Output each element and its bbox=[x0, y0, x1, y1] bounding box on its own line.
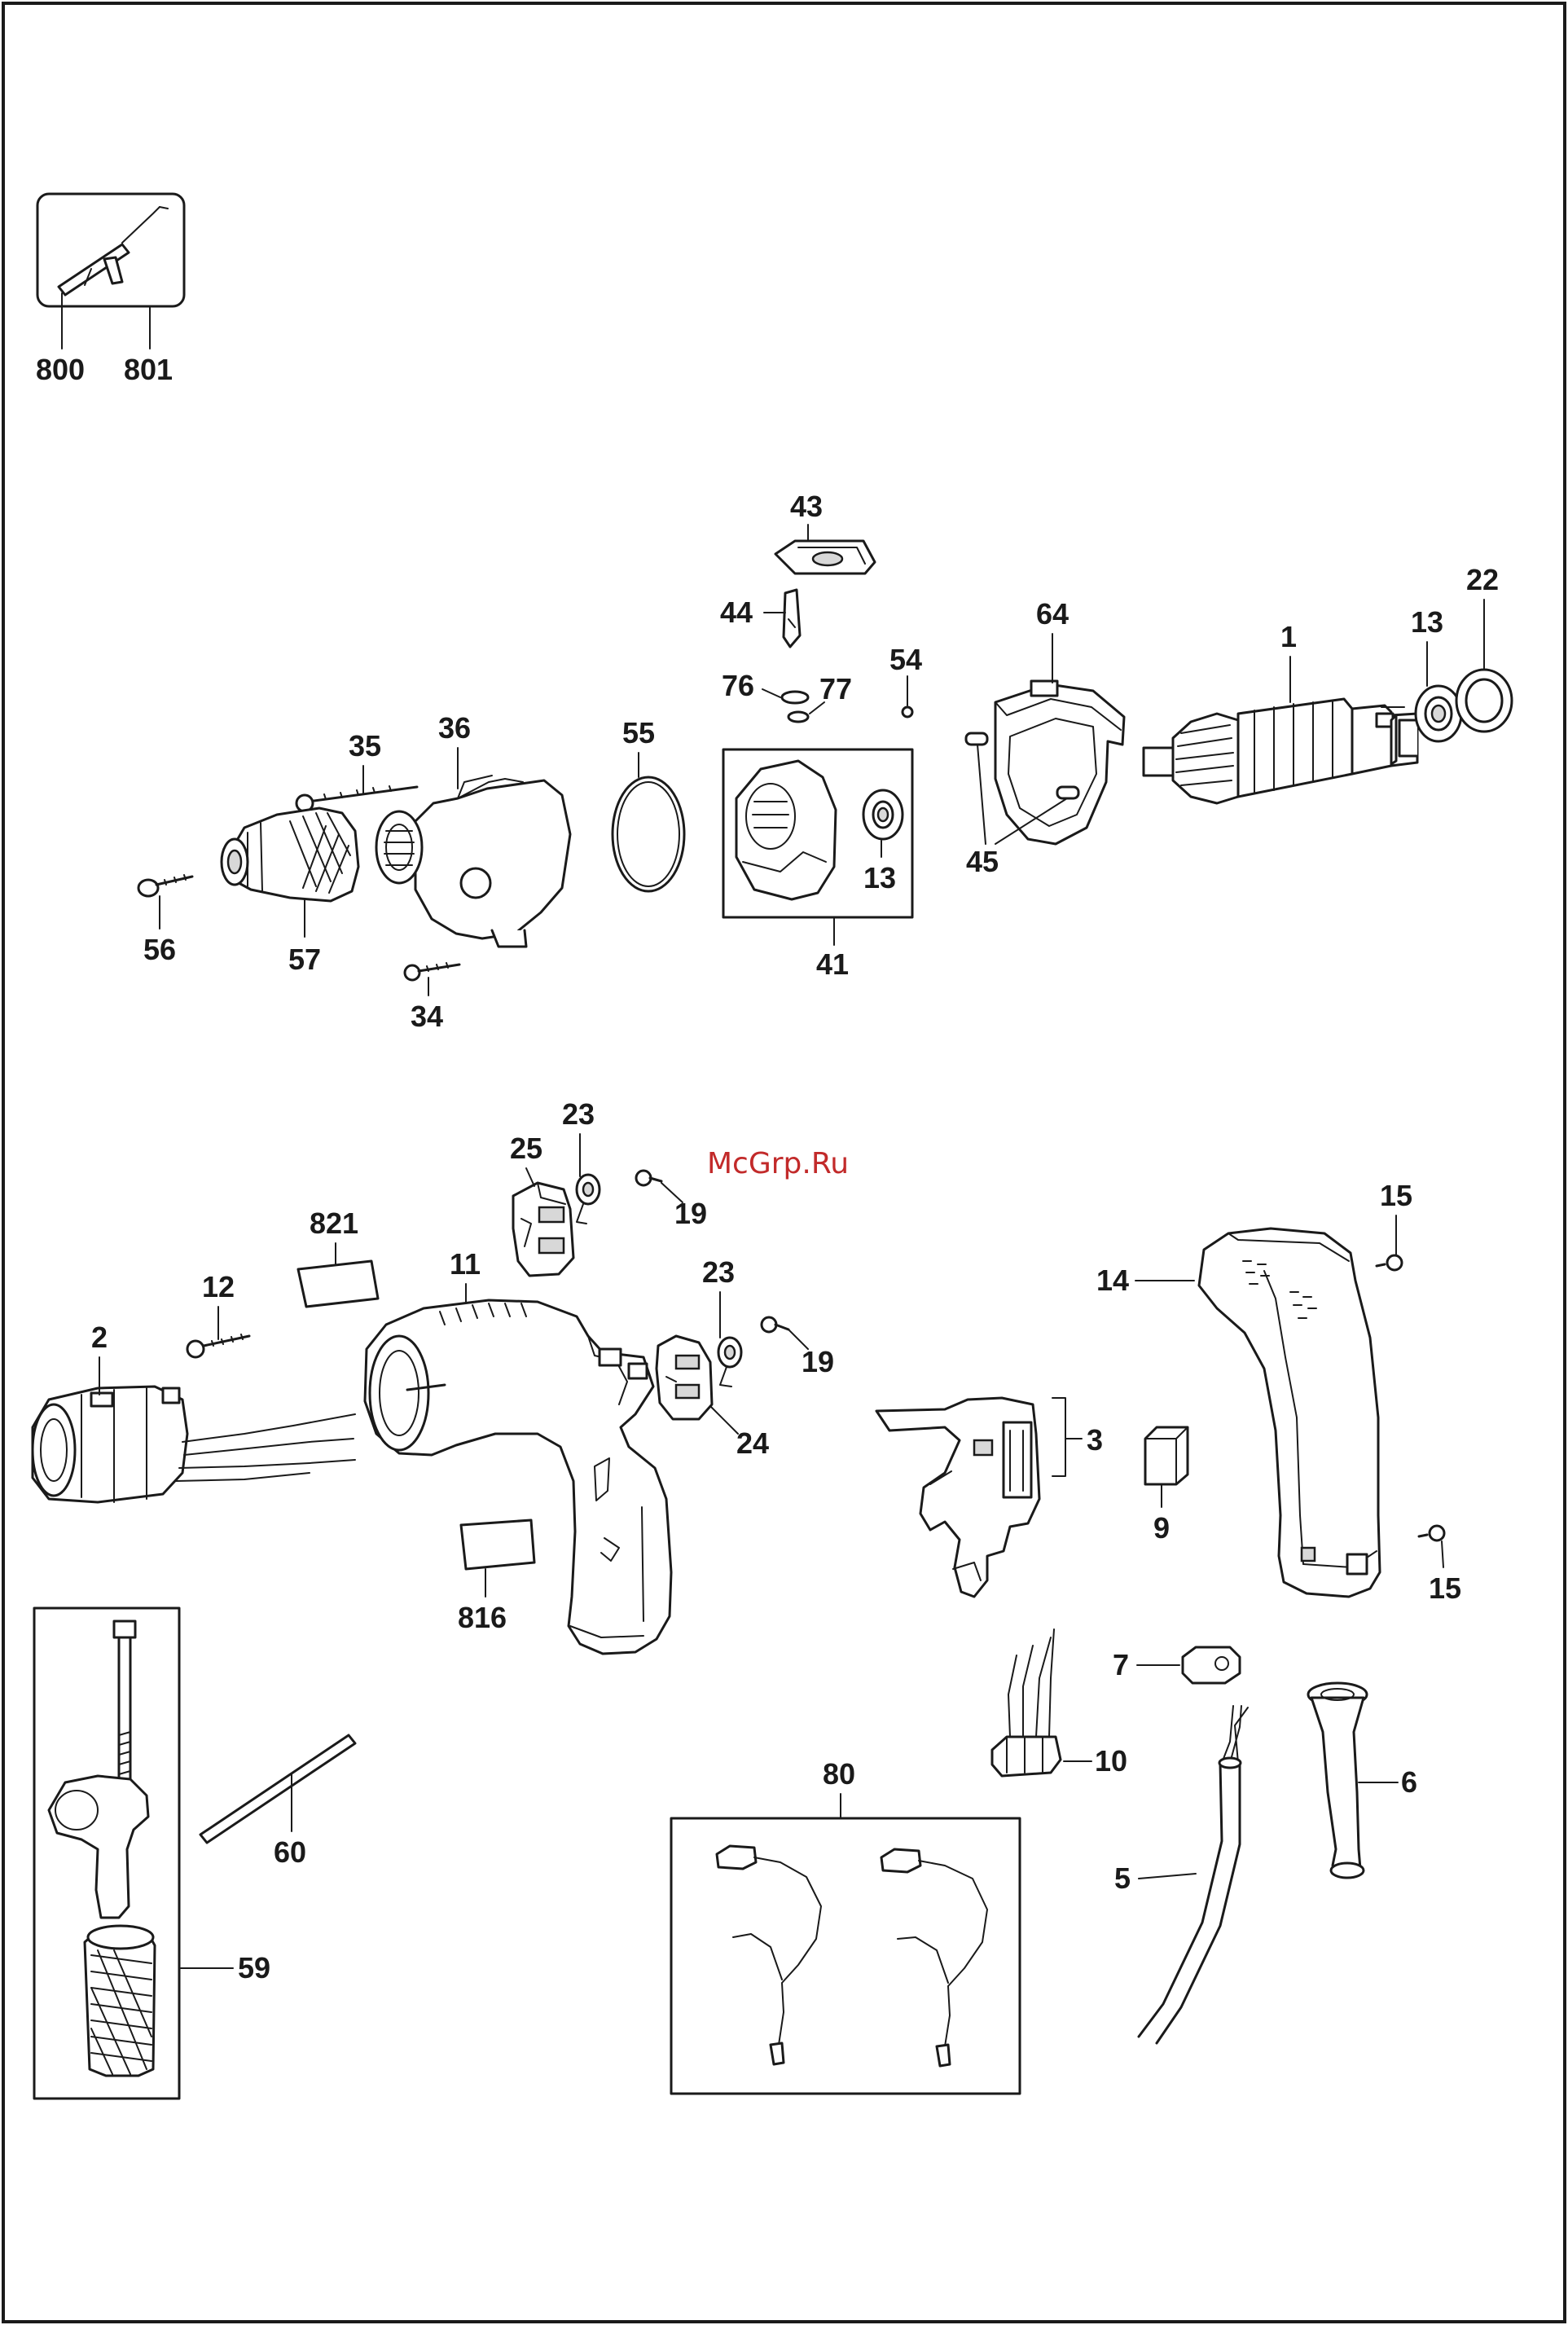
label-9: 9 bbox=[1153, 1511, 1170, 1545]
part-14-rear-handle bbox=[1199, 1228, 1380, 1597]
label-801: 801 bbox=[124, 353, 173, 386]
label-2: 2 bbox=[91, 1321, 108, 1354]
label-44: 44 bbox=[720, 596, 753, 629]
label-23-top: 23 bbox=[562, 1097, 595, 1131]
part-816-label bbox=[461, 1520, 534, 1569]
label-36: 36 bbox=[438, 711, 471, 745]
label-80: 80 bbox=[823, 1757, 855, 1791]
part-7-cord-clamp bbox=[1183, 1647, 1240, 1683]
part-2-field-stator bbox=[33, 1387, 355, 1502]
part-15-screw-bottom bbox=[1419, 1526, 1444, 1540]
label-77: 77 bbox=[819, 672, 852, 705]
label-5: 5 bbox=[1114, 1861, 1131, 1895]
part-1-armature bbox=[1144, 699, 1417, 803]
part-9-capacitor bbox=[1145, 1427, 1188, 1484]
part-76-77-washers bbox=[782, 692, 808, 722]
part-60-rod bbox=[200, 1735, 355, 1843]
part-36-gear-housing bbox=[376, 776, 570, 947]
label-821: 821 bbox=[310, 1206, 358, 1240]
label-56: 56 bbox=[143, 933, 176, 966]
part-56-chuck-screw bbox=[138, 875, 192, 896]
part-24-brush-holder bbox=[657, 1336, 712, 1419]
label-59: 59 bbox=[238, 1951, 270, 1984]
label-13-top: 13 bbox=[1411, 605, 1443, 639]
part-22-bearing-ring bbox=[1456, 670, 1512, 732]
label-13-box: 13 bbox=[863, 861, 896, 894]
label-14: 14 bbox=[1096, 1264, 1129, 1297]
part-35-long-screw bbox=[296, 786, 417, 811]
label-6: 6 bbox=[1401, 1765, 1417, 1799]
label-25: 25 bbox=[510, 1132, 542, 1165]
part-10-terminal-block bbox=[992, 1629, 1061, 1776]
part-821-label bbox=[298, 1261, 378, 1307]
label-57: 57 bbox=[288, 943, 321, 976]
part-54-ball bbox=[903, 707, 912, 717]
part-19-screw-top bbox=[636, 1171, 661, 1185]
label-15-bottom: 15 bbox=[1429, 1571, 1461, 1605]
part-25-brush-holder bbox=[513, 1183, 573, 1276]
label-41: 41 bbox=[816, 947, 849, 981]
part-23-spring-top bbox=[577, 1175, 600, 1224]
label-43: 43 bbox=[790, 490, 823, 523]
watermark-text: McGrp.Ru bbox=[707, 1147, 849, 1180]
label-55: 55 bbox=[622, 716, 655, 749]
label-816: 816 bbox=[458, 1601, 507, 1634]
label-34: 34 bbox=[411, 1000, 443, 1033]
part-55-o-ring bbox=[613, 777, 684, 891]
accessory-box-800-801 bbox=[37, 194, 184, 310]
label-15-top: 15 bbox=[1380, 1179, 1412, 1212]
label-3: 3 bbox=[1087, 1423, 1103, 1457]
part-59-side-handle-assembly bbox=[34, 1608, 179, 2099]
part-3-switch bbox=[876, 1398, 1039, 1597]
label-35: 35 bbox=[349, 729, 381, 763]
label-12: 12 bbox=[202, 1270, 235, 1303]
label-24: 24 bbox=[736, 1426, 769, 1460]
label-23-bottom: 23 bbox=[702, 1255, 735, 1289]
label-19-bottom: 19 bbox=[802, 1345, 834, 1378]
part-6-side-grip bbox=[1308, 1683, 1367, 1878]
part-44-lever bbox=[784, 590, 800, 647]
part-23-spring-bottom bbox=[718, 1338, 741, 1387]
label-10: 10 bbox=[1095, 1744, 1127, 1778]
part-57-chuck bbox=[222, 808, 358, 901]
label-45: 45 bbox=[966, 845, 999, 878]
part-19-screw-bottom bbox=[762, 1317, 788, 1332]
label-800: 800 bbox=[36, 353, 85, 386]
part-80-carbon-brushes bbox=[671, 1818, 1020, 2094]
label-76: 76 bbox=[722, 669, 754, 702]
label-11: 11 bbox=[450, 1247, 481, 1281]
part-43-cover bbox=[775, 541, 875, 574]
label-64: 64 bbox=[1036, 597, 1069, 631]
label-1: 1 bbox=[1280, 620, 1297, 653]
label-60: 60 bbox=[274, 1835, 306, 1869]
label-54: 54 bbox=[889, 643, 922, 676]
label-19-top: 19 bbox=[674, 1197, 707, 1230]
label-22: 22 bbox=[1466, 563, 1499, 596]
part-64-brush-ring bbox=[966, 681, 1124, 844]
part-11-motor-housing bbox=[365, 1300, 671, 1654]
label-7: 7 bbox=[1113, 1648, 1129, 1681]
part-34-screw bbox=[405, 963, 459, 980]
part-15-screw-top bbox=[1377, 1255, 1402, 1270]
part-13-bearing-top bbox=[1416, 686, 1461, 741]
